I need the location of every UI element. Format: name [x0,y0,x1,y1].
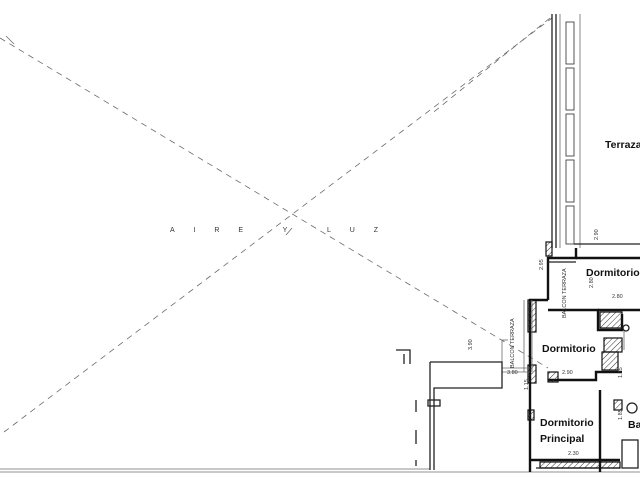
dim-230: 2.30 [568,451,579,457]
balcon-terraza-label-upper: BALCON TERRAZA [562,268,568,318]
dim-175: 1.75 [618,367,624,378]
dim-280-a: 2.80 [589,277,595,288]
dim-380: 3.80 [507,370,518,376]
dim-290-top: 2.90 [594,229,600,240]
building-walls [527,241,640,472]
dim-185: 1.85 [618,409,624,420]
dim-115: 1.15 [524,379,530,390]
bathroom-fixtures [621,324,639,469]
balcon-terraza-label-lower: BALCON TERRAZA [510,318,516,368]
dim-295: 2.95 [539,259,545,270]
dim-280-b: 2.80 [612,294,623,300]
dim-390: 3.90 [468,339,474,350]
lower-structure [396,339,508,470]
terraza-label: Terraza [605,139,640,151]
dim-290-mid: 2.90 [562,370,573,376]
dormitorio-principal-label-line1: Dormitorio [540,417,594,429]
dormitorio-label-upper: Dormitorio [586,267,640,279]
bano-label: Ba [628,419,640,431]
dormitorio-principal-label-line2: Principal [540,433,584,445]
dormitorio-label-middle: Dormitorio [542,343,596,355]
open-area-label: AIRE Y LUZ [170,227,379,234]
terrace-railing [551,14,640,248]
open-area-diagonals [0,17,553,433]
